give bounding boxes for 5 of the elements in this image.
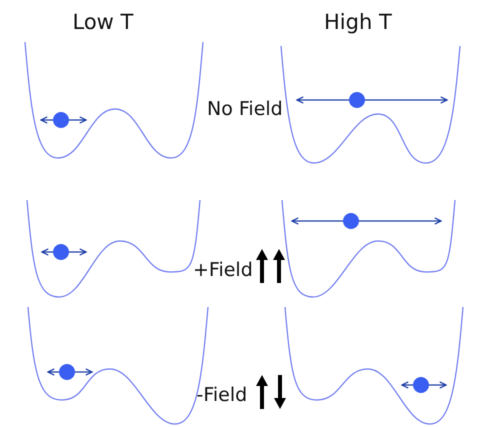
column-heading: Low T — [72, 12, 134, 33]
row-label: +Field — [193, 261, 253, 280]
column-heading: High T — [324, 12, 392, 33]
row-label: -Field — [196, 386, 248, 405]
row-label: No Field — [207, 100, 283, 119]
